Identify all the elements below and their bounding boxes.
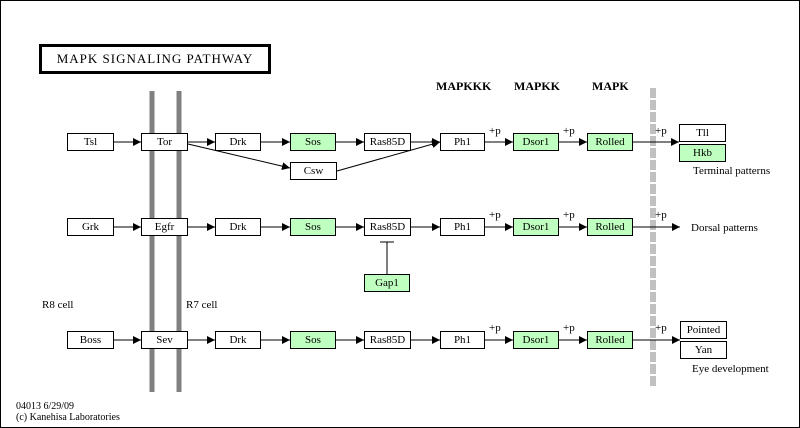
gene-node-egfr[interactable]: Egfr [141,218,188,236]
gene-node-sos[interactable]: Sos [290,218,336,236]
pathway-title: MAPK SIGNALING PATHWAY [39,44,271,74]
gene-node-tor[interactable]: Tor [141,133,188,151]
gene-node-dsor1[interactable]: Dsor1 [513,218,559,236]
phospho-label: +p [655,322,667,334]
gene-node-ras85d[interactable]: Ras85D [364,133,411,151]
phospho-label: +p [489,322,501,334]
phospho-label: +p [563,209,575,221]
gene-node-sev[interactable]: Sev [141,331,188,349]
gene-node-hkb[interactable]: Hkb [679,144,726,162]
gene-node-rolled[interactable]: Rolled [587,218,633,236]
gene-node-ph1[interactable]: Ph1 [440,218,485,236]
gene-node-dsor1[interactable]: Dsor1 [513,331,559,349]
gene-node-ph1[interactable]: Ph1 [440,331,485,349]
map-id-date: 04013 6/29/09 [16,401,75,412]
gene-node-rolled[interactable]: Rolled [587,133,633,151]
gene-node-grk[interactable]: Grk [67,218,114,236]
gene-node-sos[interactable]: Sos [290,331,336,349]
outcome-terminal-patterns: Terminal patterns [693,165,771,177]
gene-node-tsl[interactable]: Tsl [67,133,114,151]
cell-label-r7: R7 cell [186,299,218,311]
gene-node-tll[interactable]: Tll [679,124,726,142]
phospho-label: +p [489,125,501,137]
outcome-eye-development: Eye development [692,363,769,375]
phospho-label: +p [563,322,575,334]
gene-node-ph1[interactable]: Ph1 [440,133,485,151]
dorsal-row-edges [114,223,680,274]
gene-node-sos[interactable]: Sos [290,133,336,151]
phospho-label: +p [563,125,575,137]
header-mapkk: MAPKK [514,79,560,93]
gene-node-rolled[interactable]: Rolled [587,331,633,349]
header-mapkkk: MAPKKK [436,79,492,93]
gene-node-dsor1[interactable]: Dsor1 [513,133,559,151]
phospho-label: +p [655,209,667,221]
copyright: (c) Kanehisa Laboratories [16,412,120,423]
phospho-label: +p [655,125,667,137]
gene-node-drk[interactable]: Drk [215,331,261,349]
gene-node-ras85d[interactable]: Ras85D [364,331,411,349]
terminal-row-edges [114,138,679,172]
phospho-label: +p [489,209,501,221]
gene-node-ras85d[interactable]: Ras85D [364,218,411,236]
gene-node-yan[interactable]: Yan [680,341,727,359]
gene-node-boss[interactable]: Boss [67,331,114,349]
cell-label-r8: R8 cell [42,299,74,311]
gene-node-drk[interactable]: Drk [215,218,261,236]
gene-node-drk[interactable]: Drk [215,133,261,151]
gene-node-csw[interactable]: Csw [290,162,337,180]
gene-node-gap1[interactable]: Gap1 [364,274,410,292]
header-mapk: MAPK [592,79,629,93]
outcome-dorsal-patterns: Dorsal patterns [691,222,758,234]
gene-node-pointed[interactable]: Pointed [680,321,727,339]
